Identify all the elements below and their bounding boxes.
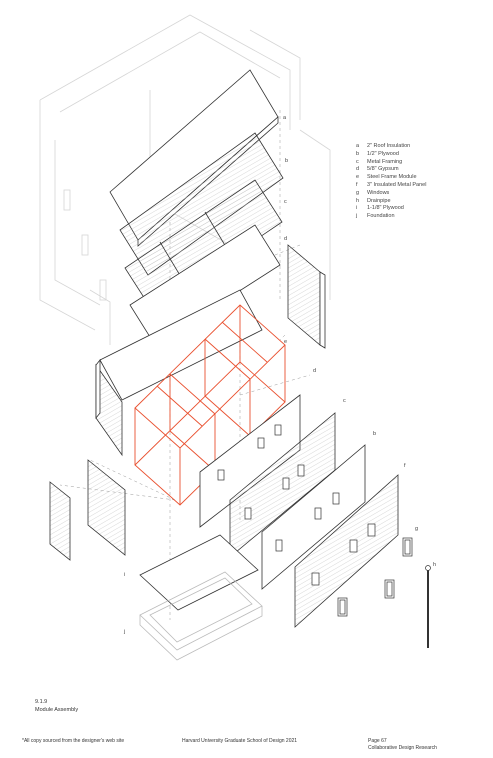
end-wall-plywood-panel	[49, 481, 71, 561]
drainpipe	[425, 565, 431, 648]
legend-item: e Steel Frame Module	[356, 174, 426, 182]
legend-text: 1/2" Plywood	[367, 150, 399, 157]
callout-e: e	[284, 339, 287, 345]
legend-key: f	[356, 181, 358, 188]
foundation	[139, 571, 263, 661]
legend-text: 2" Roof Insulation	[367, 143, 411, 149]
legend-text: 5/8" Gypsum	[367, 166, 399, 173]
end-wall-metal-panel	[87, 459, 126, 556]
legend-text: Steel Frame Module	[367, 174, 417, 181]
callout-i: i	[124, 572, 125, 578]
legend-text: Drainpipe	[367, 197, 391, 204]
roof-gypsum-layer	[129, 224, 281, 346]
legend-key: j	[356, 213, 358, 220]
callout-b-wall: b	[373, 431, 376, 437]
legend-item: i 1-1/8" Plywood	[356, 205, 426, 213]
legend-text: Windows	[367, 189, 390, 196]
legend-item: g Windows	[356, 190, 426, 198]
callout-labels: a b c d e d c b f g h i j	[123, 115, 436, 635]
legend-text: Foundation	[367, 213, 395, 220]
callout-c: c	[284, 199, 287, 205]
page-number: Page 67	[368, 738, 387, 744]
legend-key: b	[356, 150, 360, 157]
footer-page: Page 67 Collaborative Design Research	[368, 738, 437, 752]
legend-key: h	[356, 197, 360, 204]
legend-item: h Drainpipe	[356, 198, 426, 206]
footer-note: *All copy sourced from the designer's we…	[22, 738, 125, 744]
window-units	[337, 537, 413, 617]
module-roof-slab	[99, 289, 263, 401]
legend-text: 1-1/8" Plywood	[367, 205, 404, 212]
callout-c-wall: c	[343, 398, 346, 404]
figure-title: Module Assembly	[35, 707, 79, 713]
legend-key: d	[356, 166, 360, 173]
callout-a: a	[283, 115, 287, 121]
figure-caption: 9.1.9 Module Assembly	[35, 698, 78, 714]
legend-item: f 3" Insulated Metal Panel	[356, 182, 426, 190]
module-end-edge	[95, 358, 101, 420]
callout-g: g	[415, 526, 418, 532]
legend-text: Metal Framing	[367, 158, 403, 165]
legend-item: j Foundation	[356, 213, 426, 221]
legend-key: g	[356, 189, 360, 196]
legend-key: a	[356, 143, 360, 149]
legend-key: e	[356, 174, 360, 181]
legend-item: a 2" Roof Insulation	[356, 143, 426, 151]
long-wall-plywood	[261, 444, 366, 590]
legend-item: c Metal Framing	[356, 159, 426, 167]
callout-d-wall: d	[313, 368, 316, 374]
callout-d: d	[284, 236, 287, 242]
steel-frame-module	[134, 304, 286, 506]
callout-h: h	[433, 562, 436, 568]
material-legend: a 2" Roof Insulation b 1/2" Plywood c Metal F…	[356, 143, 426, 221]
figure-number: 9.1.9	[35, 699, 48, 705]
callout-b: b	[285, 158, 288, 164]
side-gypsum-edge	[319, 271, 326, 349]
callout-j: j	[123, 629, 125, 635]
legend-item: d 5/8" Gypsum	[356, 166, 426, 174]
side-gypsum-panel	[287, 244, 321, 346]
legend-key: i	[356, 205, 358, 212]
footer-institution: Harvard University Graduate School of De…	[182, 738, 298, 744]
roof-metal-framing-layer	[124, 179, 283, 311]
legend-text: 3" Insulated Metal Panel	[367, 181, 427, 188]
floor-plywood	[139, 534, 259, 611]
callout-f: f	[404, 463, 406, 469]
section-title: Collaborative Design Research	[368, 745, 437, 751]
legend-key: c	[356, 158, 359, 165]
legend-item: b 1/2" Plywood	[356, 151, 426, 159]
long-wall-metal-panel	[294, 474, 399, 628]
